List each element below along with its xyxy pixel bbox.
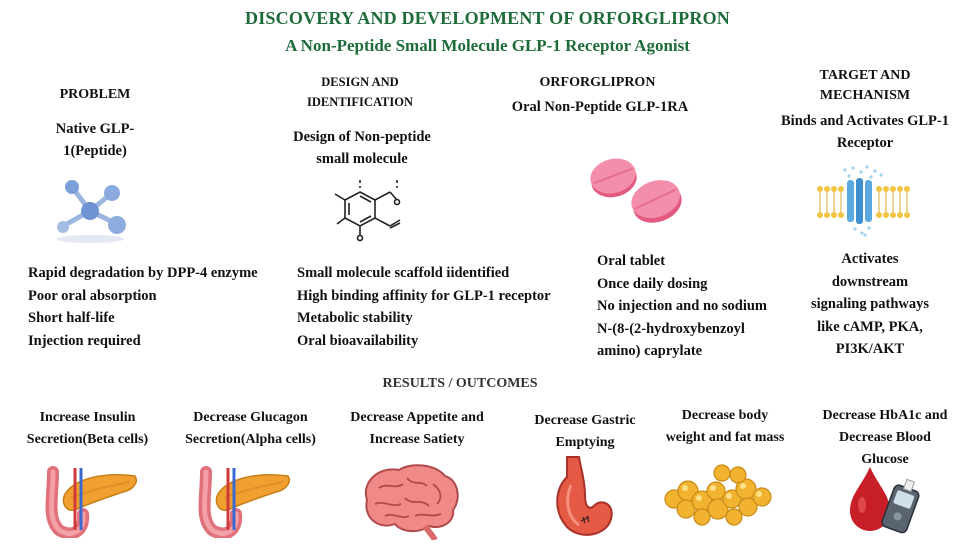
- result-appetite-label: Decrease Appetite and Increase Satiety: [350, 410, 484, 447]
- list-item: Metabolic stability: [297, 310, 413, 326]
- list-item: Activates: [841, 251, 899, 267]
- list-item: downstream: [831, 273, 909, 290]
- list-item: N-(8-(2-hydroxybenzoyl: [597, 320, 745, 337]
- chemical-structure-icon: [325, 180, 410, 245]
- list-item: Injection required: [28, 332, 141, 349]
- list-item: Small molecule scaffold iidentified: [297, 265, 510, 281]
- fat-tissue-icon: [662, 455, 774, 530]
- list-item: signaling pathways: [810, 296, 930, 312]
- results-heading: RESULTS / OUTCOMES: [382, 376, 538, 391]
- list-item: PI3K/AKT: [835, 341, 905, 357]
- target-heading: TARGET AND MECHANISM: [819, 68, 911, 103]
- design-subheading: Design of Non-peptide small molecule: [293, 129, 431, 167]
- glucose-meter-icon: [848, 465, 928, 537]
- orforglipron-subheading: Oral Non-Peptide GLP-1RA: [511, 99, 689, 115]
- problem-subheading: Native GLP- 1(Peptide): [55, 121, 135, 159]
- target-list: Activates downstream signaling pathways …: [785, 248, 955, 361]
- diagram-subtitle: A Non-Peptide Small Molecule GLP-1 Recep…: [285, 36, 690, 55]
- list-item: Oral bioavailability: [297, 332, 419, 349]
- tablet-icon: [588, 148, 688, 228]
- diagram-title: DISCOVERY AND DEVELOPMENT OF ORFORGLIPRO…: [245, 8, 730, 28]
- list-item: High binding affinity for GLP-1 receptor: [297, 287, 551, 304]
- problem-heading: PROBLEM: [59, 87, 131, 102]
- result-gastric-label: Decrease Gastric Emptying: [534, 413, 636, 450]
- result-glucose-label: Decrease HbA1c and Decrease Blood Glucos…: [822, 408, 948, 467]
- result-glucagon-label: Decrease Glucagon Secretion(Alpha cells): [185, 410, 316, 447]
- list-item: like cAMP, PKA,: [817, 318, 923, 335]
- orforglipron-heading: ORFORGLIPRON: [539, 75, 656, 90]
- result-weight-label: Decrease body weight and fat mass: [665, 408, 785, 445]
- result-insulin-label: Increase Insulin Secretion(Beta cells): [26, 410, 149, 447]
- brain-icon: [355, 460, 465, 540]
- list-item: No injection and no sodium: [597, 298, 768, 314]
- design-list: Small molecule scaffold iidentified High…: [297, 262, 597, 352]
- list-item: Oral tablet: [597, 253, 666, 269]
- design-heading: DESIGN AND IDENTIFICATION: [306, 75, 414, 109]
- cell-membrane-receptor-icon: [815, 165, 915, 237]
- problem-list: Rapid degradation by DPP-4 enzyme Poor o…: [28, 262, 298, 352]
- orforglipron-list: Oral tablet Once daily dosing No injecti…: [597, 250, 827, 363]
- list-item: amino) caprylate: [597, 343, 703, 359]
- pancreas-icon: [188, 458, 298, 538]
- molecule-icon: [45, 175, 135, 245]
- target-subheading: Binds and Activates GLP-1 Receptor: [781, 113, 949, 151]
- list-item: Once daily dosing: [597, 275, 708, 292]
- pancreas-icon: [35, 458, 145, 538]
- stomach-icon: [545, 455, 625, 545]
- list-item: Short half-life: [28, 310, 115, 326]
- list-item: Rapid degradation by DPP-4 enzyme: [28, 265, 258, 281]
- list-item: Poor oral absorption: [28, 287, 157, 304]
